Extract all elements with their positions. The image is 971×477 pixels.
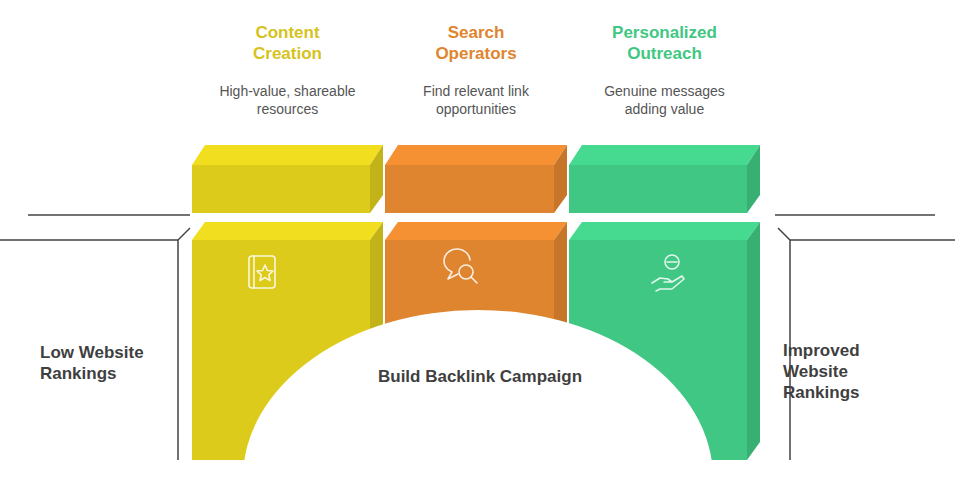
slab-front <box>192 165 370 213</box>
bridge-pillar: Content CreationHigh-value, shareable re… <box>192 0 383 477</box>
pillar-side <box>747 222 760 460</box>
end-state-label: Improved Website Rankings <box>783 340 893 403</box>
slab-side <box>554 145 567 213</box>
slab-top <box>569 145 760 165</box>
slab-side <box>747 145 760 213</box>
bank-line <box>775 214 935 216</box>
pillar-top <box>192 222 383 240</box>
pillar-side <box>370 222 383 460</box>
bank-line <box>28 214 190 216</box>
bank-line <box>178 228 190 240</box>
pillar-description: Find relevant link opportunities <box>402 82 550 118</box>
slab-side <box>370 145 383 213</box>
slab-front <box>385 165 554 213</box>
pillar-top <box>569 222 760 240</box>
pillar-description: Genuine messages adding value <box>591 82 739 118</box>
start-state-label: Low Website Rankings <box>40 342 170 384</box>
pillar-description: High-value, shareable resources <box>214 82 362 118</box>
slab-front <box>569 165 747 213</box>
pillar-heading: Personalized Outreach <box>600 22 730 64</box>
campaign-label: Build Backlink Campaign <box>330 366 630 387</box>
pillar-heading: Search Operators <box>411 22 541 64</box>
pillar-shape <box>385 0 567 477</box>
pillar-heading: Content Creation <box>223 22 353 64</box>
bank-line <box>778 228 790 240</box>
pillar-front <box>385 240 554 460</box>
pillar-top <box>385 222 567 240</box>
bridge-pillar: Personalized OutreachGenuine messages ad… <box>569 0 760 477</box>
pillar-shape <box>192 0 383 477</box>
pillar-side <box>554 222 567 460</box>
slab-top <box>192 145 383 165</box>
pillar-front <box>192 240 370 460</box>
pillar-shape <box>569 0 760 477</box>
bank-line <box>0 240 178 460</box>
pillar-front <box>569 240 747 460</box>
bridge-pillar: Search OperatorsFind relevant link oppor… <box>385 0 567 477</box>
slab-top <box>385 145 567 165</box>
